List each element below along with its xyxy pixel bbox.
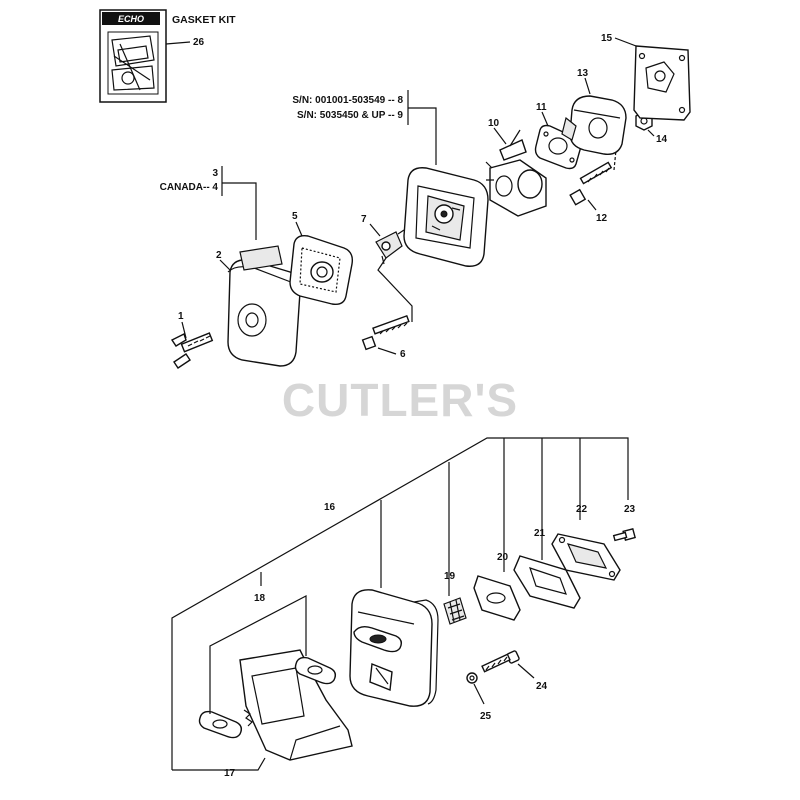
callout-21: 21: [534, 528, 546, 539]
serial-number-labels: S/N: 001001-503549 -- 8 S/N: 5035450 & U…: [292, 90, 437, 165]
callout-10: 10: [488, 118, 500, 129]
part-2-air-cleaner-cover: 2: [216, 250, 301, 367]
part-8-9-air-cleaner-base: [403, 167, 489, 267]
gasket-kit-icon: [107, 31, 159, 95]
part-25-washer: 25: [466, 672, 492, 722]
serial-label-8: S/N: 001001-503549 -- 8: [292, 95, 403, 106]
echo-logo-text: ECHO: [118, 14, 144, 24]
callout-24: 24: [536, 681, 548, 692]
callout-2: 2: [216, 250, 222, 261]
callout-26: 26: [193, 37, 205, 48]
part-5-air-filter: 5: [289, 211, 354, 306]
gasket-kit-title: GASKET KIT: [172, 14, 236, 26]
part-24-bolt: 24: [481, 650, 548, 692]
part-23-screw: 23: [612, 504, 636, 542]
echo-logo: [102, 12, 160, 25]
callout-1: 1: [178, 311, 184, 322]
part-7-choke-plate: 7: [361, 214, 413, 322]
muffler-assembly-leaders: [171, 437, 629, 771]
callout-17: 17: [224, 768, 236, 779]
callout-22: 22: [576, 504, 588, 515]
serial-label-9: S/N: 5035450 & UP -- 9: [297, 110, 403, 121]
callout-23: 23: [624, 504, 636, 515]
callout-15: 15: [601, 33, 613, 44]
part-18-leader: 18: [209, 593, 307, 714]
callout-16: 16: [324, 502, 336, 513]
callout-19: 19: [444, 571, 456, 582]
callout-13: 13: [577, 68, 589, 79]
callout-3: 3: [212, 168, 218, 179]
part-13-insulator: 13: [561, 68, 627, 155]
part-3-4-filter-pad: [239, 245, 283, 271]
callout-11: 11: [536, 102, 547, 113]
part-1-wing-bolt: 1: [170, 311, 214, 369]
callout-12: 12: [596, 213, 608, 224]
callout-20: 20: [497, 552, 509, 563]
part-15-gasket: 15: [601, 33, 691, 121]
callout-14: 14: [656, 134, 668, 145]
part-20-gasket: 20: [473, 552, 521, 621]
callout-5: 5: [292, 211, 298, 222]
part-10-carburetor: 10: [485, 118, 547, 217]
part-6-screw: 6: [361, 314, 410, 360]
part-18-gasket-b: [294, 656, 337, 685]
watermark: CUTLER'S: [282, 374, 518, 426]
callout-4: CANADA-- 4: [160, 182, 219, 193]
callout-7: 7: [361, 214, 367, 225]
callout-6: 6: [400, 349, 406, 360]
part-18-gasket-a: [198, 710, 243, 739]
callout-18: 18: [254, 593, 266, 604]
canada-labels: 3 CANADA-- 4: [160, 166, 257, 240]
callout-25: 25: [480, 711, 492, 722]
part-19-spark-arrestor: 19: [443, 571, 467, 625]
part-12-screw: 12: [569, 149, 617, 224]
gasket-kit-header: ECHO GASKET KIT 26: [99, 9, 236, 103]
part-22-exhaust-plate: 22: [551, 504, 621, 581]
part-16-muffler: [349, 589, 439, 707]
